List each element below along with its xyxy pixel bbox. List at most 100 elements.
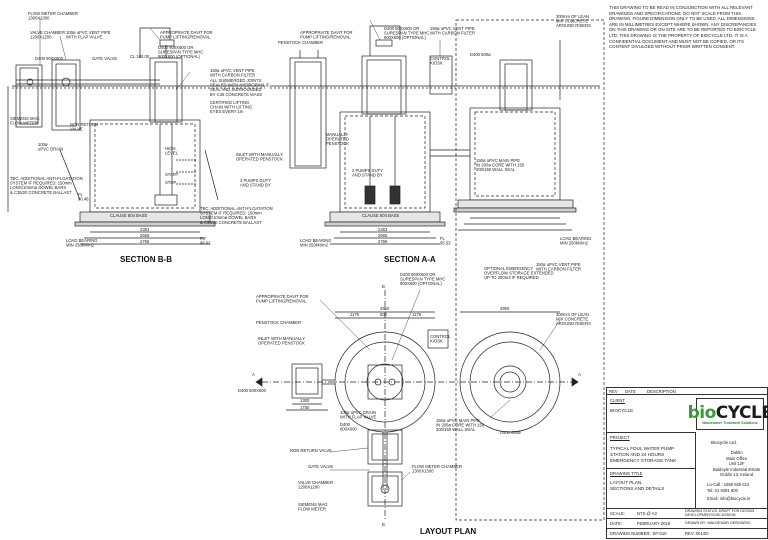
section-a-right: A bbox=[578, 372, 581, 377]
rev-col: REV bbox=[609, 389, 618, 394]
section-b-top: B bbox=[382, 284, 385, 289]
scale-row bbox=[607, 508, 767, 509]
client-row bbox=[607, 394, 767, 395]
gate-valve-plan-label: GATE VALVE bbox=[308, 464, 333, 469]
general-notes: This drawing to be read in conjunction w… bbox=[609, 5, 757, 50]
logo-word: bioCYCLE bbox=[688, 403, 768, 423]
dim-600-label: 600 bbox=[380, 312, 388, 317]
emergency-storage-boundary bbox=[455, 19, 605, 521]
drawing-status: DRAWING STATUS: DRAFT FOR DESIGN DEVELOP… bbox=[685, 509, 755, 518]
title-block: REV DATE DESCRIPTION CLIENT BIOCYCLE PRO… bbox=[606, 387, 768, 539]
dim-1300-label: 1300 bbox=[300, 398, 310, 403]
section-bb-title: SECTION B-B bbox=[120, 255, 172, 264]
company-phone: Lo-Call : 1890 925 612 Tel: 01 8391 800 bbox=[707, 482, 750, 493]
company-name: Biocycle Ltd. bbox=[711, 440, 738, 445]
date-row bbox=[607, 518, 767, 519]
layout-plan-title: LAYOUT PLAN bbox=[420, 527, 477, 536]
biocycle-logo: bioCYCLE Wastewater Treatment Solutions bbox=[688, 398, 768, 430]
section-aa-drawing bbox=[270, 25, 600, 245]
date-value: FEBRUARY 2019 bbox=[637, 521, 671, 526]
d400-600-plan-label: D400 600X600 bbox=[238, 388, 267, 393]
clause-804-left-label: CLAUSE 804 BASE bbox=[110, 213, 147, 218]
date-label: DATE: bbox=[610, 521, 623, 526]
date-col: DATE bbox=[625, 389, 636, 394]
gate-valve-label: GATE VALVE bbox=[92, 56, 117, 61]
drawing-number-label: DRAWING NUMBER: bbox=[610, 531, 651, 536]
description-col: DESCRIPTION bbox=[647, 389, 676, 394]
rev-value: REV: 001/00 bbox=[685, 531, 709, 536]
drawing-title-value: LAYOUT PLAN, SECTIONS AND DETAILS bbox=[610, 480, 665, 491]
dim-2665-bb: 2665 bbox=[140, 233, 150, 238]
start-label: START bbox=[165, 172, 179, 177]
title-divider bbox=[695, 432, 696, 508]
dim-2353-aa: 2353 bbox=[378, 227, 388, 232]
client-value: BIOCYCLE bbox=[610, 408, 634, 413]
penstock-chamber-aa-label: PENSTOCK CHAMBER bbox=[278, 40, 323, 45]
section-aa-title: SECTION A-A bbox=[384, 255, 436, 264]
project-label: PROJECT bbox=[610, 435, 630, 440]
company-address: Dublin Main Office Unit 13F Baldoyle Ind… bbox=[713, 450, 761, 478]
scale-value: NTS @ A3 bbox=[637, 511, 657, 516]
logo-word-cycle: CYCLE bbox=[715, 403, 768, 423]
clause-804-mid-label: CLAUSE 804 BASE bbox=[362, 213, 399, 218]
dim-1175-label-a: 1175 bbox=[350, 312, 360, 317]
dim-2950-label-b: 2950 bbox=[500, 306, 510, 311]
revision-header: REV DATE DESCRIPTION bbox=[607, 388, 767, 394]
dim-2766-bb: 2766 bbox=[140, 239, 150, 244]
d400-600-plan-b-label: D400 600ø bbox=[500, 430, 521, 435]
penstock-chamber-plan-label: PENSTOCK CHAMBER bbox=[256, 320, 301, 325]
logo-word-bio: bio bbox=[687, 403, 717, 423]
dim-2766-aa: 2766 bbox=[378, 239, 388, 244]
project-value: TYPICAL FOUL WATER PUMP STATION AND 24 H… bbox=[610, 446, 677, 463]
company-email: Email: info@biocycle.ie bbox=[707, 496, 751, 501]
dim-2665-aa: 2665 bbox=[378, 233, 388, 238]
dim-1750-label: 1750 bbox=[300, 405, 310, 410]
drawn-by: DRAWN BY: WALDEMAR DEBOWSKI bbox=[685, 521, 751, 525]
section-bb-drawing bbox=[7, 27, 265, 245]
drawing-title-label: DRAWING TITLE bbox=[610, 471, 643, 476]
scale-label: SCALE: bbox=[610, 511, 625, 516]
project-row bbox=[607, 432, 695, 433]
section-b-bottom: B bbox=[382, 522, 385, 527]
layout-plan-drawing bbox=[255, 290, 579, 520]
cl-100-label-bb: CL 100.00 bbox=[130, 54, 150, 59]
stop-label: STOP bbox=[165, 180, 177, 185]
number-row bbox=[607, 528, 767, 529]
dim-1175-label-b: 1175 bbox=[412, 312, 422, 317]
